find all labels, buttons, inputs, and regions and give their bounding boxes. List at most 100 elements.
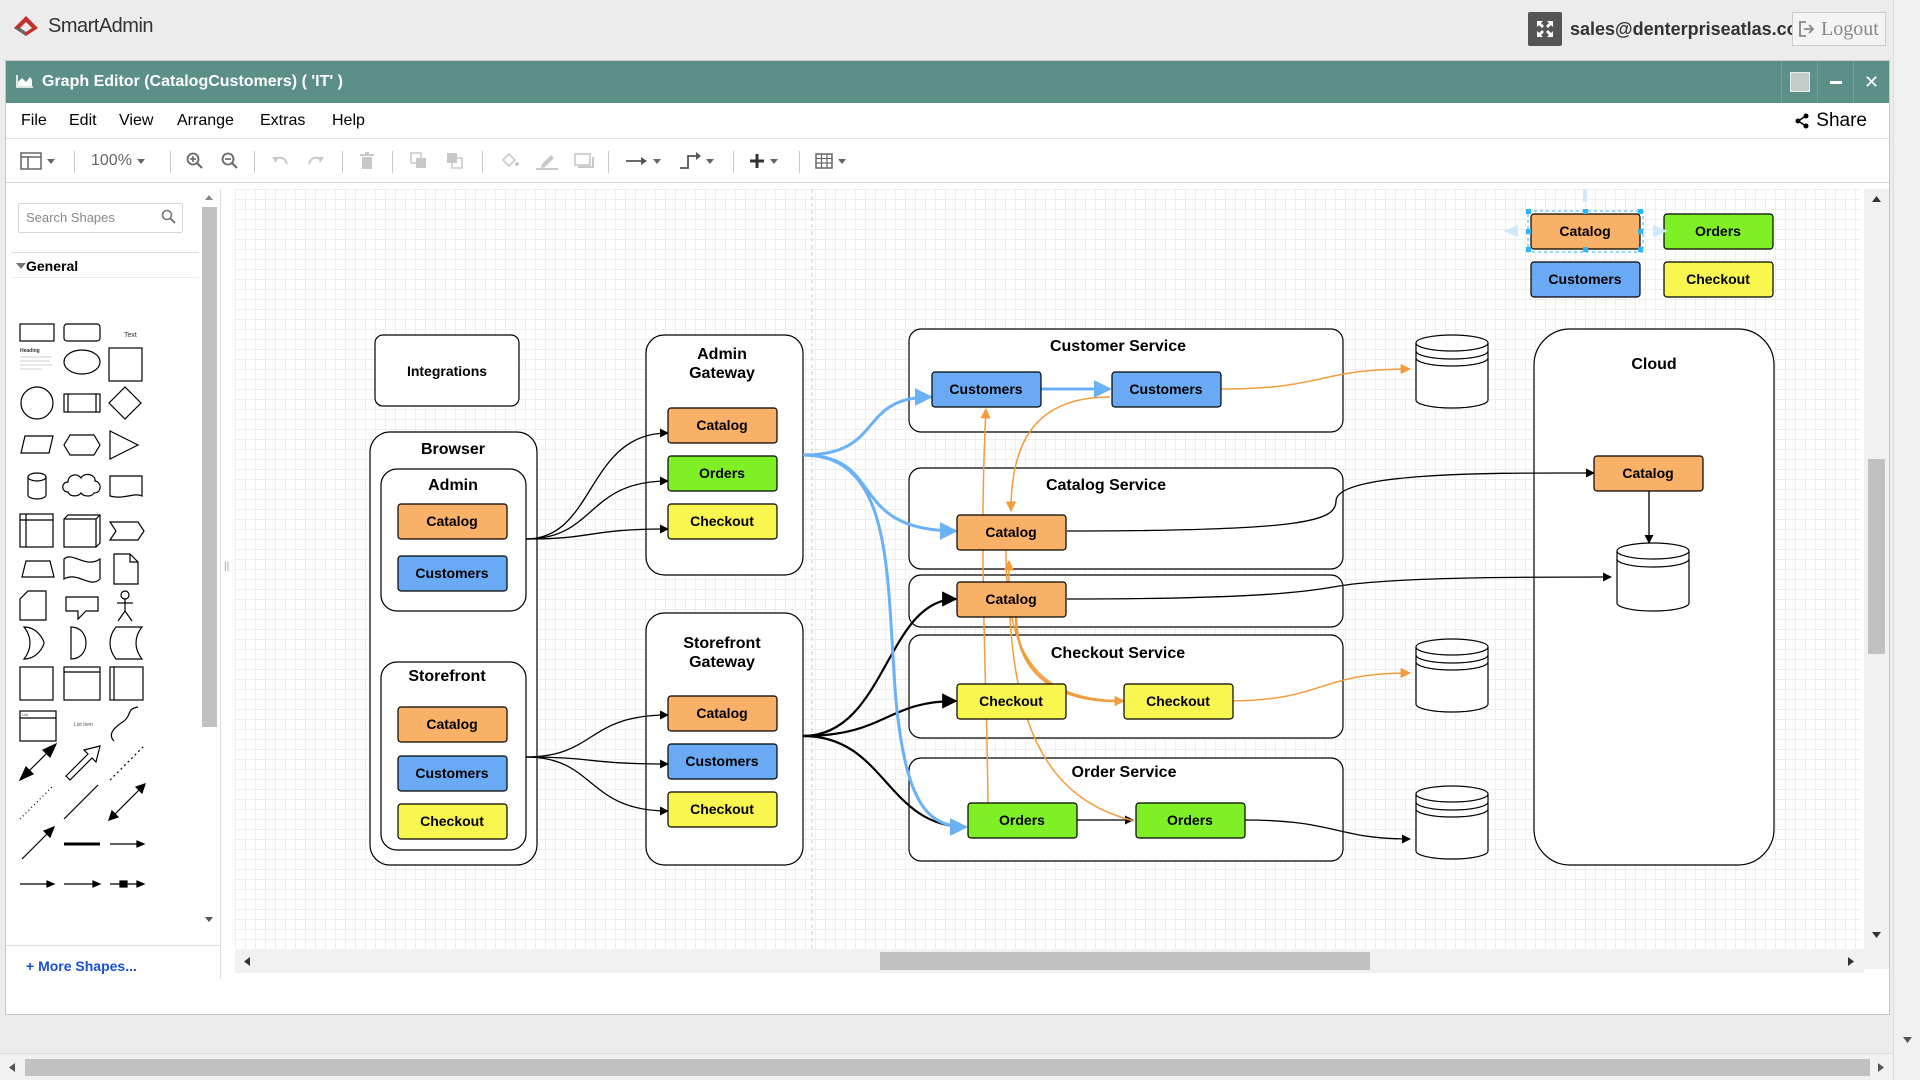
diagram-canvas[interactable]: Integrations Browser Admin Storefront Ad… — [235, 189, 1860, 969]
shape-text-label[interactable]: Text — [124, 332, 137, 339]
shape-rounded-rectangle[interactable] — [63, 323, 101, 342]
scroll-left-icon[interactable] — [8, 1062, 16, 1073]
scroll-up-icon[interactable] — [204, 193, 214, 201]
zoom-out-button[interactable] — [221, 149, 239, 173]
checkout-service-checkout-node-1[interactable] — [956, 683, 1067, 720]
window-vertical-scrollbar[interactable] — [1893, 0, 1920, 1080]
selection-handles[interactable] — [1503, 189, 1668, 253]
menu-file[interactable]: File — [21, 112, 47, 129]
shape-square[interactable] — [108, 347, 143, 382]
checkout-service-checkout-node-2[interactable] — [1123, 683, 1234, 720]
menu-arrange[interactable]: Arrange — [177, 112, 234, 129]
sidebar-resize-handle[interactable]: || — [224, 561, 230, 572]
shape-arrow[interactable] — [65, 745, 101, 781]
window-horizontal-scrollbar[interactable] — [0, 1053, 1893, 1080]
catalog-service-catalog-node-2[interactable] — [956, 581, 1067, 618]
shape-callout[interactable] — [65, 596, 99, 621]
scroll-right-icon[interactable] — [1847, 956, 1855, 967]
admin-gw-checkout-node[interactable] — [667, 503, 778, 540]
scroll-up-icon[interactable] — [1871, 195, 1882, 203]
undo-button[interactable] — [271, 149, 289, 173]
shape-curve[interactable] — [110, 706, 139, 742]
shadow-button[interactable] — [574, 149, 594, 173]
scroll-left-icon[interactable] — [243, 956, 251, 967]
brand-logo[interactable]: SmartAdmin — [12, 14, 154, 38]
integrations-box[interactable] — [374, 334, 520, 407]
shape-parallelogram[interactable] — [20, 435, 54, 454]
scroll-down-icon[interactable] — [204, 916, 214, 924]
shape-list[interactable] — [19, 710, 57, 742]
table-button[interactable] — [815, 149, 846, 173]
shape-circle[interactable] — [20, 386, 54, 420]
shape-link-1[interactable] — [20, 880, 56, 888]
order-database-icon[interactable] — [1415, 785, 1489, 860]
zoom-select[interactable]: 100% — [91, 149, 145, 173]
shape-link-3[interactable] — [110, 880, 146, 888]
to-front-button[interactable] — [410, 149, 428, 173]
to-back-button[interactable] — [446, 149, 464, 173]
cloud-database-icon[interactable] — [1616, 542, 1690, 612]
canvas-hscroll-thumb[interactable] — [880, 952, 1370, 970]
format-panel-toggle[interactable] — [20, 149, 55, 173]
admin-gw-orders-node[interactable] — [667, 455, 778, 492]
share-button[interactable]: Share — [1794, 110, 1867, 132]
shape-heading-label[interactable]: Heading — [20, 348, 40, 354]
panel-minimize-button[interactable] — [1817, 61, 1853, 103]
admin-catalog-node[interactable] — [397, 503, 508, 540]
canvas-vscroll-thumb[interactable] — [1868, 459, 1885, 654]
shape-cloud[interactable] — [62, 473, 101, 497]
shape-diamond[interactable] — [108, 386, 142, 420]
fill-color-button[interactable] — [500, 149, 520, 173]
window-hscroll-thumb[interactable] — [25, 1059, 1870, 1076]
shape-textbox[interactable] — [20, 356, 52, 370]
canvas-horizontal-scrollbar[interactable] — [235, 949, 1864, 973]
connection-style-button[interactable] — [626, 149, 661, 173]
waypoints-button[interactable] — [679, 149, 714, 173]
shape-cube[interactable] — [63, 514, 101, 548]
search-icon[interactable] — [161, 209, 176, 224]
cloud-catalog-node[interactable] — [1593, 455, 1704, 492]
insert-button[interactable] — [749, 149, 778, 173]
customer-service-customers-node-1[interactable] — [931, 371, 1042, 408]
delete-button[interactable] — [359, 149, 375, 173]
legend-checkout-node[interactable] — [1663, 261, 1774, 298]
shape-hexagon[interactable] — [63, 434, 101, 456]
shape-bidirectional-arrow[interactable] — [18, 742, 58, 782]
shape-triangle[interactable] — [109, 430, 140, 460]
scroll-right-icon[interactable] — [1877, 1062, 1885, 1073]
shape-or[interactable] — [22, 626, 45, 660]
shape-link-2[interactable] — [64, 880, 102, 888]
menu-help[interactable]: Help — [332, 112, 365, 129]
menu-extras[interactable]: Extras — [260, 112, 306, 129]
shape-data-storage[interactable] — [109, 626, 144, 660]
zoom-in-button[interactable] — [186, 149, 204, 173]
shape-container-1[interactable] — [19, 666, 54, 701]
scroll-down-icon[interactable] — [1871, 931, 1882, 939]
shape-ellipse[interactable] — [63, 349, 101, 375]
shape-connector[interactable] — [110, 840, 146, 848]
redo-button[interactable] — [307, 149, 325, 173]
shape-step[interactable] — [108, 521, 145, 541]
storefront-gw-checkout-node[interactable] — [667, 791, 778, 828]
panel-color-button[interactable] — [1781, 61, 1817, 103]
shape-internal-storage[interactable] — [19, 513, 54, 548]
sidebar-scrollbar[interactable] — [198, 189, 221, 929]
fullscreen-button[interactable] — [1528, 12, 1562, 46]
storefront-checkout-node[interactable] — [397, 803, 508, 840]
shape-document[interactable] — [109, 475, 143, 498]
storefront-customers-node[interactable] — [397, 755, 508, 792]
legend-customers-node[interactable] — [1530, 261, 1641, 298]
admin-gw-catalog-node[interactable] — [667, 407, 778, 444]
general-section-header[interactable]: General — [11, 252, 199, 278]
order-service-orders-node-1[interactable] — [967, 802, 1078, 839]
customer-database-icon[interactable] — [1415, 334, 1489, 409]
shape-rectangle[interactable] — [19, 323, 55, 342]
panel-close-button[interactable]: ✕ — [1853, 61, 1889, 103]
menu-view[interactable]: View — [119, 112, 154, 129]
menu-edit[interactable]: Edit — [69, 112, 97, 129]
shape-and[interactable] — [70, 626, 87, 660]
shape-container-2[interactable] — [63, 666, 101, 701]
shape-card[interactable] — [19, 590, 47, 621]
shape-container-3[interactable] — [109, 666, 144, 701]
shape-note[interactable] — [113, 553, 139, 585]
